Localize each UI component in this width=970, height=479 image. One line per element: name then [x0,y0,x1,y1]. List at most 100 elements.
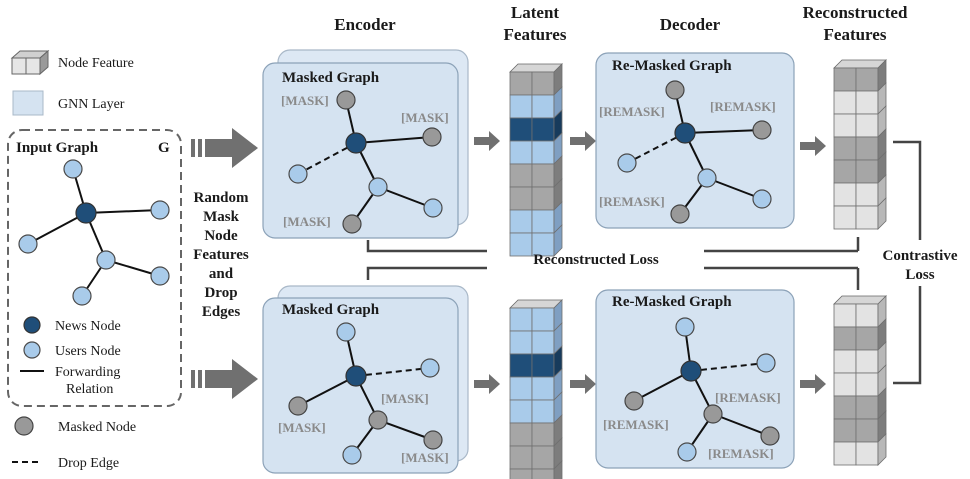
vector-cell [509,445,533,470]
vector-cell [531,209,555,234]
svg-text:Edges: Edges [202,304,241,320]
vector-cell [509,186,533,211]
legend-forwarding-line1: Forwarding [55,365,120,380]
vector-cell [855,349,879,374]
mask-tag: [MASK] [381,391,429,406]
vector-cell [833,90,857,115]
decoder-graph-top [617,80,772,224]
svg-text:and: and [209,266,234,282]
header-latent-line2: Features [504,25,567,44]
mask-tag: [MASK] [401,110,449,125]
masked-graph-title-bottom: Masked Graph [282,302,380,318]
input-graph-symbol: G [158,140,170,156]
masked-graph-title-top: Masked Graph [282,70,380,86]
vector-cell [531,140,555,165]
node-feature-icon [10,49,50,76]
vector-cell [833,67,857,92]
reconstructed-loss-label: Reconstructed Loss [533,252,659,268]
mask-tag: [MASK] [281,93,329,108]
vector-cell [531,445,555,470]
input-user-node [63,159,83,179]
vector-cell [833,395,857,420]
vector-cell [509,422,533,447]
legend-users-node: Users Node [55,344,121,359]
vector-cell [531,376,555,401]
contrastive-bracket-top [893,140,922,240]
vector-cell [833,372,857,397]
input-user-node [150,200,170,220]
small-arrow [800,136,826,156]
remasked-graph-title-bottom: Re-Masked Graph [612,294,732,310]
vector-side-face [553,224,563,257]
vector-cell [509,140,533,165]
vector-cell [509,330,533,355]
input-arrow-top [191,128,258,168]
vector-top-face [833,295,887,305]
vector-cell [509,209,533,234]
svg-text:Random: Random [193,190,249,206]
vector-cell [833,205,857,230]
remask-tag: [REMASK] [603,417,669,432]
vector-cell [531,330,555,355]
svg-text:Drop: Drop [204,285,237,301]
vector-cell [855,182,879,207]
vector-side-face [553,460,563,479]
input-news-node [75,202,97,224]
header-decoder: Decoder [660,15,721,34]
vector-cell [833,159,857,184]
legend-forwarding-line2: Relation [66,382,113,397]
input-graph-title: Input Graph [16,140,99,156]
vector-cell [531,186,555,211]
reconstructed-vector-top [833,59,887,230]
vector-cell [509,376,533,401]
small-arrow [570,131,596,151]
vector-cell [531,163,555,188]
vector-cell [509,94,533,119]
input-user-node [150,266,170,286]
svg-text:Mask: Mask [203,209,239,225]
header-reconstructed-line2: Features [824,25,887,44]
vector-cell [855,395,879,420]
header-latent-line1: Latent [511,3,560,22]
contrastive-loss-line2: Loss [905,267,934,283]
input-graph [18,159,170,306]
vector-cell [833,136,857,161]
vector-cell [509,117,533,142]
input-arrow-bottom [191,359,258,399]
legend-news-node: News Node [55,319,121,334]
vector-cell [855,441,879,466]
small-arrow [800,374,826,394]
reconstructed-loss-lines [366,237,860,290]
small-arrow [570,374,596,394]
input-graph-box [7,129,182,407]
legend-masked-node-icon [14,416,34,436]
latent-vector-top [509,63,563,257]
input-user-node [72,286,92,306]
legend-masked-node: Masked Node [58,420,136,435]
input-user-node [96,250,116,270]
decoder-panel-top [595,52,795,229]
decoder-graph-bottom [624,317,780,462]
vector-cell [855,372,879,397]
svg-text:Features: Features [193,247,249,263]
remask-tag: [REMASK] [708,446,774,461]
mask-tag: [MASK] [278,420,326,435]
remask-tag: [REMASK] [599,194,665,209]
header-reconstructed-line1: Reconstructed [803,3,908,22]
vector-cell [531,399,555,424]
vector-cell [509,232,533,257]
remask-tag: [REMASK] [715,390,781,405]
vector-side-face [877,197,887,230]
mask-tag: [MASK] [401,450,449,465]
vector-cell [833,113,857,138]
vector-cell [833,441,857,466]
svg-text:Node: Node [204,228,238,244]
vector-cell [531,353,555,378]
header-encoder: Encoder [334,15,396,34]
remasked-graph-title-top: Re-Masked Graph [612,58,732,74]
vector-cell [531,468,555,479]
encoder-graph-bottom [288,322,443,465]
encoder-graph-top [288,90,443,234]
vector-top-face [509,299,563,309]
